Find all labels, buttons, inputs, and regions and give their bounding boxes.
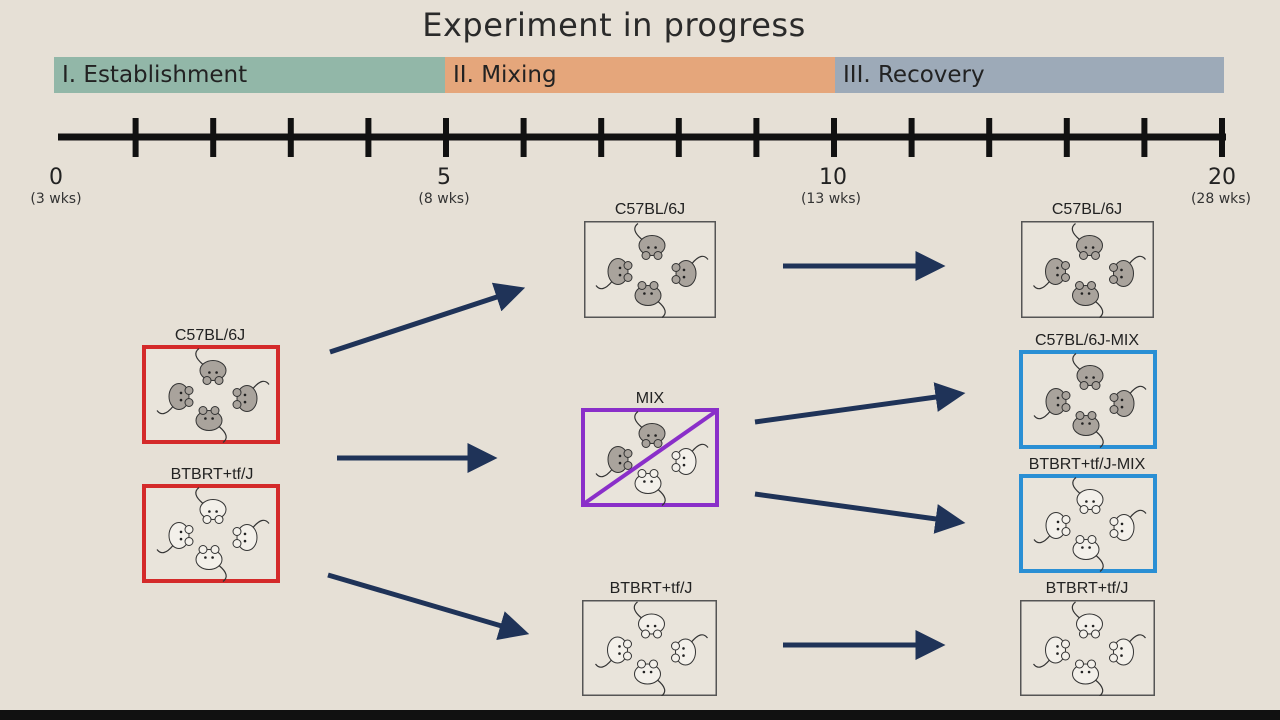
mouse-icon bbox=[156, 383, 194, 415]
tick-label-20: 20 bbox=[1208, 165, 1236, 190]
tick-sub-0: (3 wks) bbox=[30, 191, 82, 207]
mouse-icon bbox=[595, 636, 632, 668]
cage-label-mid-b6: C57BL/6J bbox=[614, 201, 686, 218]
arrow-bt-to-bt bbox=[327, 572, 530, 641]
mouse-icon bbox=[634, 223, 666, 260]
tick-label-10: 10 bbox=[819, 165, 847, 190]
mix-divider bbox=[583, 410, 717, 505]
arrow-mix-to-btmix bbox=[754, 491, 966, 534]
cage-end-bt bbox=[1020, 600, 1155, 696]
tick-sub-20: (28 wks) bbox=[1190, 191, 1252, 207]
mouse-icon bbox=[634, 469, 666, 506]
cage-label-end-bt-mix: BTBRT+tf/J-MIX bbox=[1028, 456, 1146, 473]
mouse-icon bbox=[195, 545, 227, 582]
cage-label-end-bt: BTBRT+tf/J bbox=[1045, 580, 1129, 597]
cage-mid-b6 bbox=[584, 221, 716, 318]
mouse-icon bbox=[1109, 634, 1146, 666]
mouse-icon bbox=[633, 601, 665, 639]
cage-mid-bt bbox=[582, 600, 717, 696]
tick-sub-5: (8 wks) bbox=[418, 191, 470, 207]
mouse-icon bbox=[671, 255, 709, 287]
cage-label-end-b6-mix: C57BL/6J-MIX bbox=[1034, 332, 1140, 349]
tick-label-0: 0 bbox=[49, 165, 63, 190]
cage-start-bt bbox=[142, 484, 280, 583]
mouse-icon bbox=[1109, 509, 1147, 541]
mouse-icon bbox=[1072, 353, 1104, 390]
mouse-icon bbox=[595, 258, 633, 290]
bottom-bar bbox=[0, 710, 1280, 720]
page-title: Experiment in progress bbox=[422, 6, 806, 44]
mouse-icon bbox=[232, 380, 270, 412]
mouse-icon bbox=[1072, 659, 1104, 696]
mouse-icon bbox=[634, 659, 666, 696]
phase-recovery: III. Recovery bbox=[835, 57, 1224, 93]
mouse-icon bbox=[195, 487, 227, 524]
mouse-icon bbox=[156, 522, 194, 554]
mouse-icon bbox=[595, 446, 633, 478]
tick-label-5: 5 bbox=[437, 165, 451, 190]
cage-end-bt-mix bbox=[1019, 474, 1157, 573]
cage-mid-mix bbox=[581, 408, 719, 507]
timeline-ticks bbox=[132, 118, 1225, 157]
mouse-icon bbox=[1033, 388, 1071, 420]
timeline-axis bbox=[58, 118, 1226, 157]
cage-end-b6 bbox=[1021, 221, 1154, 318]
cage-label-start-bt: BTBRT+tf/J bbox=[170, 466, 254, 483]
cage-start-b6 bbox=[142, 345, 280, 444]
mouse-icon bbox=[1109, 255, 1146, 287]
mouse-icon bbox=[1072, 535, 1104, 572]
cage-label-mid-bt: BTBRT+tf/J bbox=[609, 580, 693, 597]
mouse-icon bbox=[1033, 512, 1071, 544]
arrow-b6-to-b6 bbox=[329, 282, 526, 355]
phase-mixing: II. Mixing bbox=[445, 57, 835, 93]
mouse-icon bbox=[1072, 477, 1104, 514]
cage-label-start-b6: C57BL/6J bbox=[174, 327, 246, 344]
phase-establishment: I. Establishment bbox=[54, 57, 445, 93]
mouse-icon bbox=[195, 348, 227, 385]
mouse-icon bbox=[232, 519, 270, 551]
mouse-icon bbox=[1072, 411, 1104, 448]
mouse-icon bbox=[1072, 281, 1104, 318]
mouse-icon bbox=[671, 634, 708, 666]
mouse-icon bbox=[1109, 385, 1147, 417]
mouse-icon bbox=[671, 443, 709, 475]
mouse-icon bbox=[195, 406, 227, 443]
mouse-icon bbox=[1071, 601, 1103, 639]
cage-label-mid-mix: MIX bbox=[635, 390, 665, 407]
mouse-icon bbox=[1033, 258, 1070, 290]
cage-label-end-b6: C57BL/6J bbox=[1051, 201, 1123, 218]
mouse-icon bbox=[1071, 223, 1103, 260]
arrow-mix-to-b6mix bbox=[754, 382, 966, 425]
tick-sub-10: (13 wks) bbox=[800, 191, 862, 207]
mouse-icon bbox=[1033, 636, 1070, 668]
cage-end-b6-mix bbox=[1019, 350, 1157, 449]
mouse-icon bbox=[634, 411, 666, 448]
mouse-icon bbox=[634, 281, 666, 318]
